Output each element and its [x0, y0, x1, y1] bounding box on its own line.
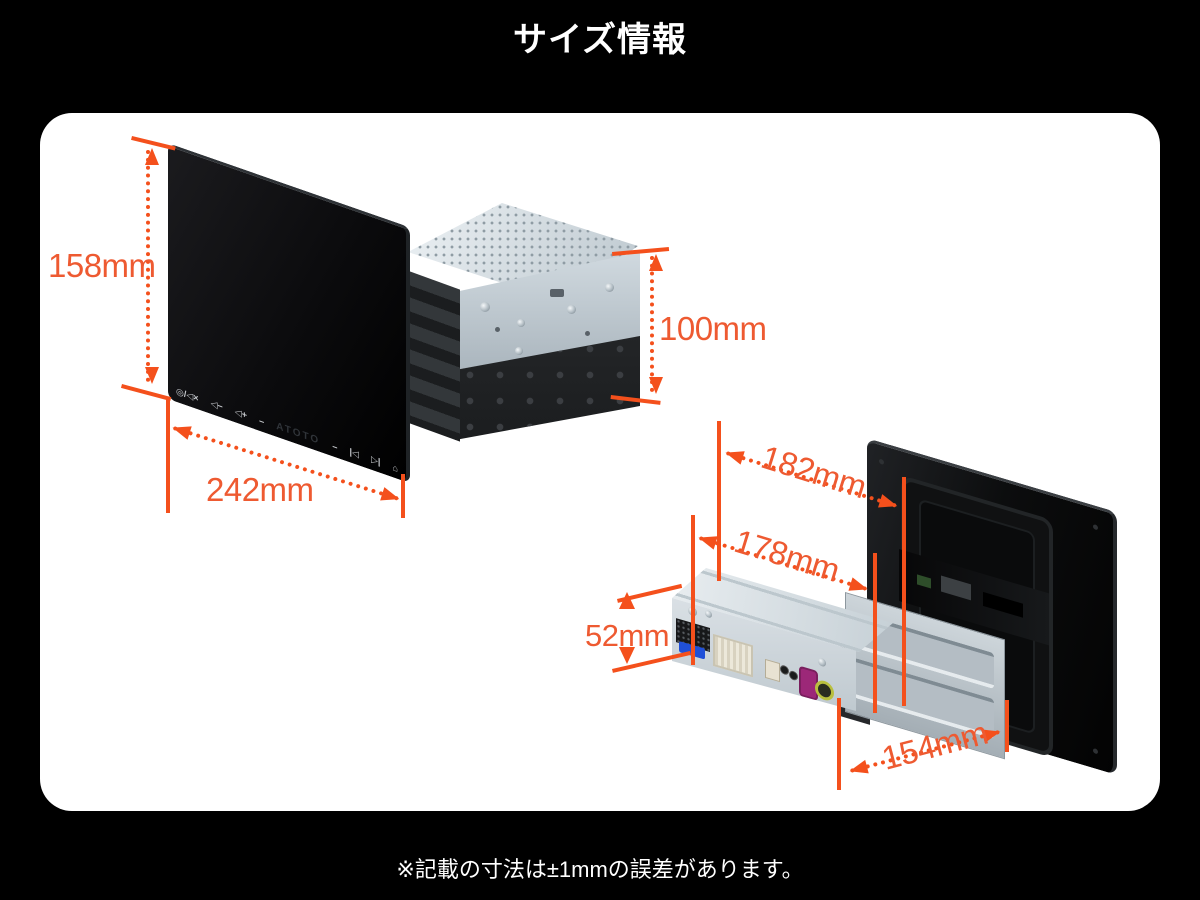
arrowhead-up [619, 592, 635, 609]
volume-up-icon: ◁+ [234, 406, 247, 421]
arrowhead-up [649, 254, 663, 271]
dash-icon: − [259, 415, 265, 428]
iso-connector-slot [713, 633, 753, 678]
screw [517, 319, 525, 327]
arrowhead-down [619, 647, 635, 664]
dim-label-screen-width: 242mm [206, 471, 314, 508]
previous-track-icon: |◁ [349, 446, 359, 460]
screw [1093, 523, 1098, 531]
screw [879, 458, 884, 466]
dash-icon: − [332, 440, 338, 453]
pcb-connector [917, 574, 931, 589]
dim-extension-line [902, 477, 906, 706]
dim-label-screen-height: 158mm [48, 247, 156, 284]
usb-slot [550, 289, 564, 297]
aux-jack [780, 664, 789, 676]
dim-extension-line [1005, 700, 1009, 752]
arrowhead-down [145, 367, 159, 384]
dim-label-chassis-height: 100mm [659, 310, 767, 347]
dim-label-chassis-height: 52mm [585, 618, 670, 653]
arrowhead-up [145, 148, 159, 165]
socket [983, 591, 1023, 618]
dim-extension-line [873, 553, 877, 713]
screw [705, 609, 712, 619]
volume-down-icon: ◁− [210, 397, 223, 413]
rca-jack [815, 678, 834, 703]
dim-dotted-line-chassis-height [649, 254, 663, 394]
screw [567, 305, 576, 314]
next-track-icon: ▷| [371, 453, 381, 467]
dim-extension-line [837, 698, 841, 790]
page-title: サイズ情報 [513, 21, 687, 59]
aux-jack [789, 669, 798, 682]
screw [818, 657, 826, 668]
dim-extension-line [166, 397, 170, 513]
vent-hole [585, 331, 590, 336]
screw [605, 283, 614, 292]
arrowhead-down [649, 377, 663, 394]
dim-extension-line [401, 474, 405, 518]
home-icon: ⌂ [392, 461, 398, 474]
socket [941, 575, 971, 601]
dim-dotted-line-height [145, 148, 159, 384]
power-mute-icon: ◎/◁× [176, 385, 199, 404]
screw [515, 347, 523, 355]
usb-connector [765, 658, 780, 683]
screw [480, 302, 490, 312]
mount-bracket [406, 270, 460, 442]
screw [1093, 747, 1098, 755]
dim-extension-line [717, 421, 721, 581]
vent-hole [495, 327, 500, 332]
footnote: ※記載の寸法は±1mmの誤差があります。 [396, 857, 804, 882]
dim-extension-line [691, 515, 695, 665]
